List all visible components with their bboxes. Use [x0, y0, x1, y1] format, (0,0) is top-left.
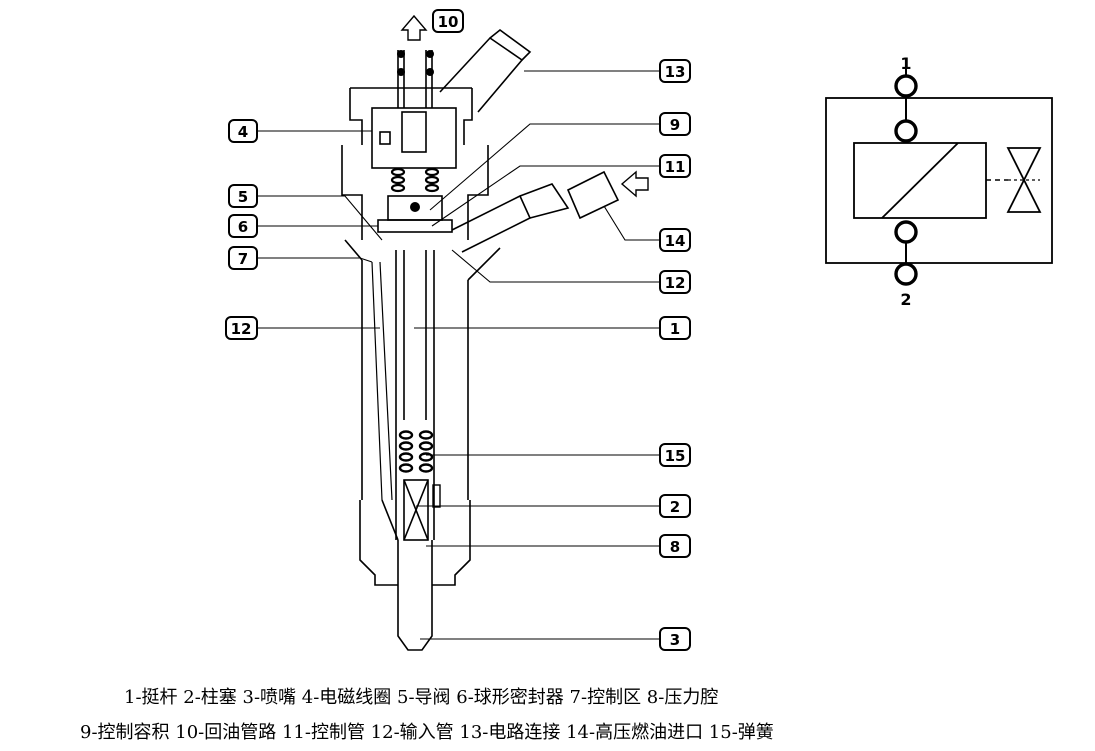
callout-8: 8 — [659, 534, 691, 558]
callout-13: 13 — [659, 59, 691, 83]
callout-12-left: 12 — [225, 316, 258, 340]
callout-6-label: 6 — [238, 218, 248, 236]
callout-14: 14 — [659, 228, 691, 252]
callout-10: 10 — [432, 9, 464, 33]
callout-3: 3 — [659, 627, 691, 651]
callout-7: 7 — [228, 246, 258, 270]
callout-1: 1 — [659, 316, 691, 340]
callout-15-label: 15 — [665, 447, 686, 465]
o-rings — [397, 50, 434, 76]
callout-7-label: 7 — [238, 250, 248, 268]
nozzle — [397, 540, 433, 651]
callout-2-label: 2 — [670, 498, 680, 516]
legend-line-1: 1-挺杆 2-柱塞 3-喷嘴 4-电磁线圈 5-导阀 6-球形密封器 7-控制区… — [124, 687, 719, 708]
valve-triangles — [1006, 147, 1042, 213]
callout-2: 2 — [659, 494, 691, 518]
callout-9: 9 — [659, 112, 691, 136]
valve-symbol — [825, 58, 1053, 286]
callout-3-label: 3 — [670, 631, 680, 649]
callout-5: 5 — [228, 184, 258, 208]
callout-12-right-label: 12 — [665, 274, 686, 292]
callout-15: 15 — [659, 443, 691, 467]
callout-4-label: 4 — [238, 123, 248, 141]
injector-body — [341, 28, 620, 651]
symbol-port-top: 1 — [900, 54, 911, 73]
symbol-port-bottom: 2 — [900, 290, 911, 309]
callout-13-label: 13 — [665, 63, 686, 81]
callout-12-right: 12 — [659, 270, 691, 294]
symbol-frame — [825, 97, 1053, 264]
callout-14-label: 14 — [665, 232, 686, 250]
return-flow-arrow — [400, 14, 428, 41]
callout-8-label: 8 — [670, 538, 680, 556]
callout-5-label: 5 — [238, 188, 248, 206]
callout-11-label: 11 — [665, 158, 686, 176]
callout-6: 6 — [228, 214, 258, 238]
callout-11: 11 — [659, 154, 691, 178]
legend-line-2: 9-控制容积 10-回油管路 11-控制管 12-输入管 13-电路连接 14-… — [80, 722, 774, 743]
callout-1-label: 1 — [670, 320, 680, 338]
spring-lower — [398, 430, 434, 473]
leader-lines — [255, 70, 660, 640]
callout-9-label: 9 — [670, 116, 680, 134]
electrical-connector — [439, 36, 524, 113]
callout-4: 4 — [228, 119, 258, 143]
callout-10-label: 10 — [438, 13, 459, 31]
spring-upper — [390, 167, 440, 193]
callout-12-left-label: 12 — [231, 320, 252, 338]
inlet-flow-arrow — [620, 170, 649, 198]
high-pressure-inlet — [451, 194, 532, 253]
ball-seal — [410, 202, 420, 212]
